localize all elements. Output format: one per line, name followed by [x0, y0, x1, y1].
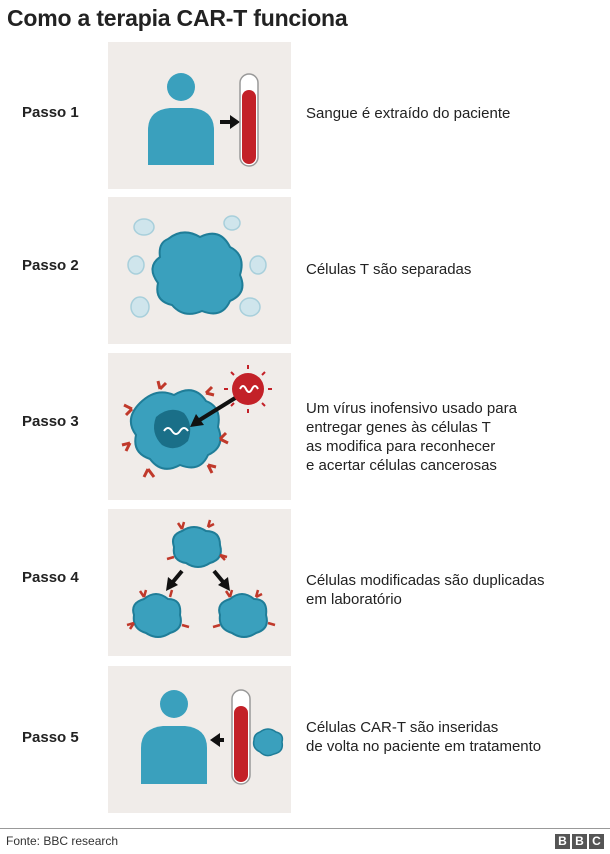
- separated-cells-icon: [127, 215, 267, 318]
- car-t-cell-icon: [252, 728, 284, 757]
- t-cell-icon: [151, 231, 244, 315]
- step-3-label: Passo 3: [22, 413, 79, 430]
- step-5-label: Passo 5: [22, 729, 79, 746]
- footer-divider: [0, 828, 610, 829]
- blood-test-tube-icon: [231, 689, 251, 785]
- bbc-logo-letter: B: [572, 834, 587, 849]
- virus-icon: [224, 365, 272, 413]
- arrow-down-left-icon: [166, 569, 184, 591]
- page-title: Como a terapia CAR-T funciona: [7, 5, 348, 31]
- bbc-logo: B B C: [555, 834, 604, 849]
- step-2-label: Passo 2: [22, 257, 79, 274]
- arrow-right-icon: [220, 115, 240, 129]
- blood-test-tube-icon: [239, 73, 259, 167]
- t-cell-icon: [129, 389, 222, 470]
- arrow-left-icon: [210, 733, 224, 747]
- step-1-description: Sangue é extraído do paciente: [306, 105, 511, 122]
- person-icon: [141, 690, 207, 784]
- modified-cell-icon: [166, 519, 228, 568]
- arrow-down-right-icon: [212, 569, 230, 591]
- receptor-icon: [121, 380, 229, 478]
- step-5-illustration: [108, 666, 291, 813]
- step-1-label: Passo 1: [22, 104, 79, 121]
- arrow-icon: [190, 393, 242, 427]
- source-text: Fonte: BBC research: [6, 834, 119, 848]
- step-2-illustration: [108, 197, 291, 344]
- bbc-logo-letter: C: [589, 834, 604, 849]
- step-5-description: Células CAR-T são inseridas de volta no …: [306, 719, 542, 755]
- step-4-illustration: [108, 509, 291, 656]
- step-4-description: Células modificadas são duplicadas em la…: [306, 572, 545, 608]
- step-3-illustration: [108, 353, 291, 500]
- duplicated-cell-right-icon: [212, 589, 276, 638]
- step-1-illustration: [108, 42, 291, 189]
- step-3-description: Um vírus inofensivo usado para entregar …: [306, 400, 517, 474]
- bbc-logo-letter: B: [555, 834, 570, 849]
- step-2-description: Células T são separadas: [306, 261, 472, 278]
- person-icon: [148, 73, 214, 165]
- duplicated-cell-left-icon: [126, 589, 190, 638]
- step-4-label: Passo 4: [22, 569, 79, 586]
